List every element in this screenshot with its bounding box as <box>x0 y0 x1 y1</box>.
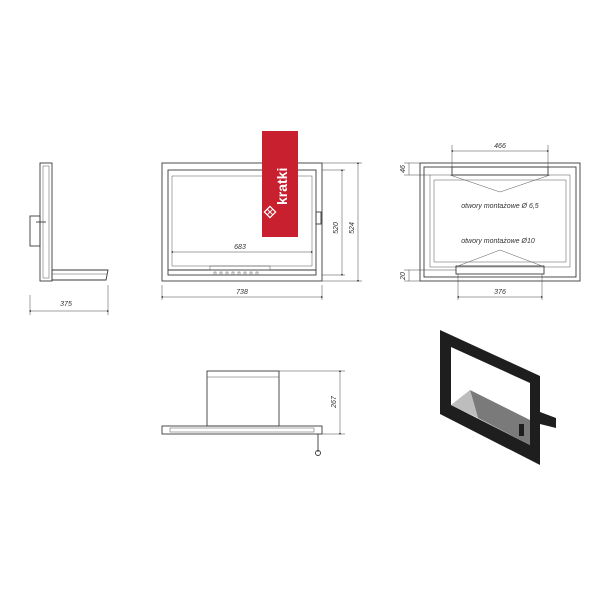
dim-mount-bottom-offset: 20 <box>400 272 407 281</box>
isometric-view <box>440 330 556 465</box>
side-view: 375 <box>29 162 109 315</box>
kratki-logo: kratki <box>262 131 298 237</box>
dim-front-height: 524 <box>349 222 356 234</box>
dim-front-width: 738 <box>236 289 248 296</box>
iso-handle <box>519 424 524 436</box>
vent-slots <box>213 271 259 276</box>
rear-view: 466 376 46 20 otwory montażowe Ø 6,5 otw… <box>400 143 581 300</box>
front-view: 683 738 520 524 <box>161 162 362 300</box>
door-handle <box>315 211 322 225</box>
dim-mount-top-spacing: 466 <box>494 143 506 150</box>
handle-knob <box>315 450 321 456</box>
dim-front-inner-width: 683 <box>234 244 246 251</box>
dim-front-inner-height: 520 <box>333 222 340 234</box>
logo-text: kratki <box>274 168 290 205</box>
dim-top-view-depth: 267 <box>331 395 338 409</box>
note-mount-holes-small: otwory montażowe Ø 6,5 <box>461 203 539 210</box>
dim-mount-bottom-spacing: 376 <box>494 289 506 296</box>
note-mount-holes-large: otwory montażowe Ø10 <box>461 238 535 245</box>
kratki-grid-icon <box>263 205 277 219</box>
dim-side-depth: 375 <box>60 301 72 308</box>
dim-mount-top-offset: 46 <box>400 165 407 173</box>
top-view: 267 <box>161 370 345 456</box>
